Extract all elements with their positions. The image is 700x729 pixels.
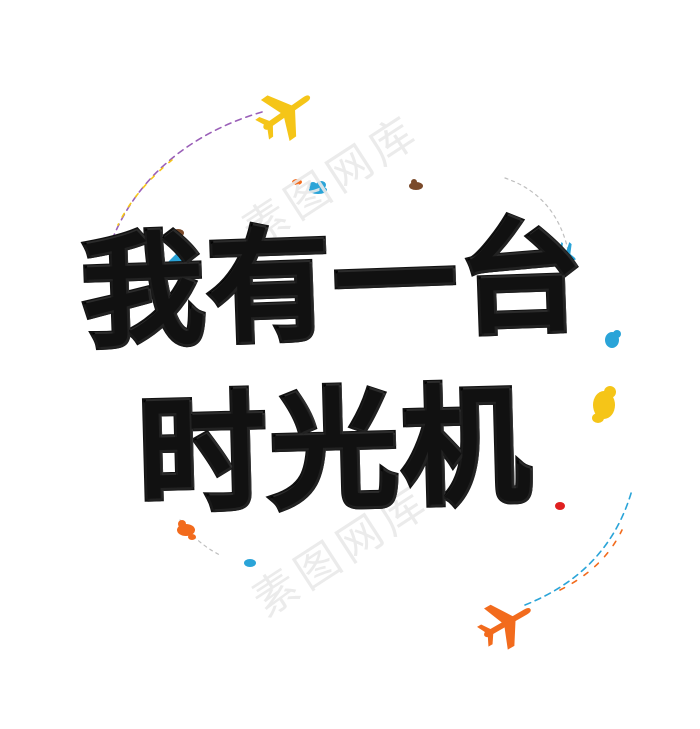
flight-path-left	[179, 519, 223, 557]
cloud-icon	[168, 250, 184, 278]
cloud-icon	[309, 181, 327, 194]
cloud-icon	[244, 559, 256, 567]
airplane-icon	[255, 95, 311, 141]
cloud-icon	[592, 386, 616, 423]
flight-path-right	[504, 177, 569, 251]
flight-path-top-accent	[117, 159, 173, 226]
cloud-icon	[292, 179, 302, 185]
cloud-icon	[172, 229, 184, 237]
flight-path-bottom	[524, 489, 633, 606]
cloud-icon	[555, 502, 565, 510]
flight-path-bottom-accent	[559, 529, 623, 591]
headline-line-1: 我有一台	[77, 202, 592, 368]
cloud-icon	[157, 469, 163, 475]
cloud-icon	[605, 330, 621, 348]
cloud-icon	[409, 179, 423, 190]
cloud-icon	[177, 520, 196, 540]
headline-line-2: 时光机	[133, 369, 539, 534]
airplane-icon	[555, 242, 576, 261]
airplane-icon	[477, 604, 531, 650]
